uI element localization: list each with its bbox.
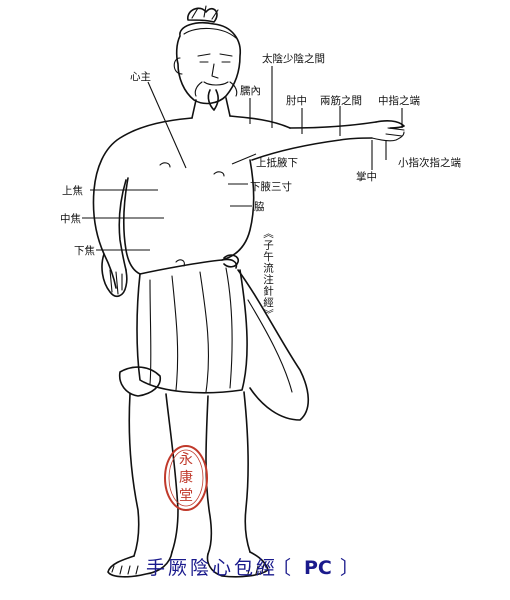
seal-char-2: 康 — [179, 469, 193, 486]
label-xia-jiao: 下焦 — [74, 244, 95, 257]
label-xiao-zhi: 小指次指之端 — [398, 156, 461, 169]
label-nao-nei: 臑內 — [240, 85, 261, 97]
label-xie: 脇 — [254, 201, 265, 213]
label-liang-jin: 兩筋之間 — [320, 94, 362, 107]
label-taiyin-shaoyin: 太陰少陰之間 — [262, 52, 325, 65]
seal-char-1: 永 — [179, 452, 193, 468]
label-zhong-zhi: 中指之端 — [378, 94, 420, 107]
caption-bracket-open: 〔 — [272, 557, 294, 579]
seal-char-3: 堂 — [179, 488, 193, 504]
label-shang-di-ye-xia: 上抵腋下 — [256, 156, 298, 169]
source-note: 《子午流注針經》 — [262, 228, 274, 320]
meridian-labels: 心主 太陰少陰之間 臑內 肘中 兩筋之間 中指之端 小指次指之端 掌中 上抵腋下… — [60, 52, 461, 257]
caption-bracket-close: 〕 — [340, 557, 362, 579]
seal-stamp: 永 康 堂 — [164, 445, 208, 511]
caption-title: 手厥陰心包經 — [146, 557, 278, 579]
leader-lines — [82, 66, 403, 251]
label-shang-jiao: 上焦 — [62, 184, 83, 197]
label-zhang-zhong: 掌中 — [356, 170, 377, 183]
human-figure — [92, 5, 405, 578]
label-xia-ye-san-cun: 下腋三寸 — [250, 180, 292, 193]
label-zhou-zhong: 肘中 — [286, 94, 307, 107]
label-zhong-jiao: 中焦 — [60, 212, 81, 225]
caption-code: PC — [304, 557, 332, 579]
caption: 手厥陰心包經 〔 PC 〕 — [146, 557, 362, 579]
label-xinzhu: 心主 — [130, 71, 151, 83]
